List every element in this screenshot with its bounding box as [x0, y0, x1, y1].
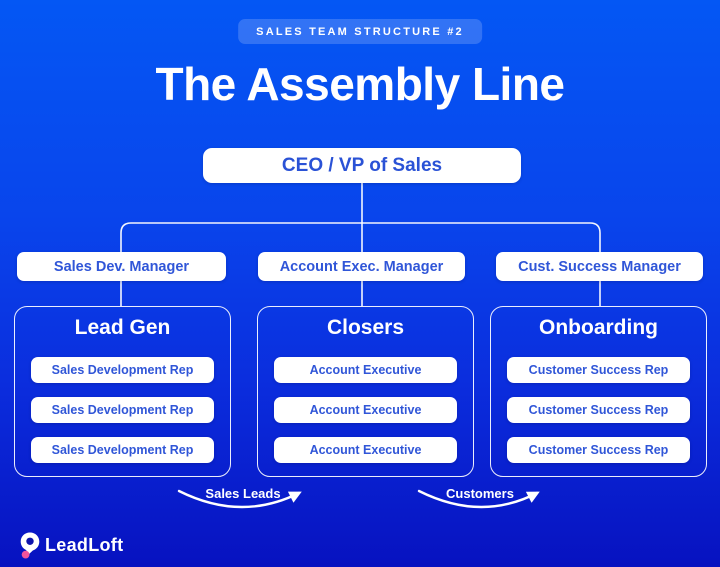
- header-badge-label: SALES TEAM STRUCTURE #2: [256, 25, 464, 38]
- member-card: Account Executive: [274, 357, 457, 383]
- member-card: Sales Development Rep: [31, 397, 214, 423]
- member-label: Sales Development Rep: [51, 403, 194, 417]
- group-heading: Onboarding: [539, 316, 658, 339]
- group-heading: Closers: [326, 316, 405, 339]
- manager-label: Account Exec. Manager: [279, 258, 444, 275]
- member-label: Customer Success Rep: [528, 363, 669, 377]
- manager-label: Sales Dev. Manager: [53, 258, 190, 275]
- header-badge: SALES TEAM STRUCTURE #2: [238, 19, 482, 44]
- org-node-account-exec-manager: Account Exec. Manager: [258, 252, 465, 281]
- member-card: Customer Success Rep: [507, 437, 690, 463]
- group-closers: Closers Account Executive Account Execut…: [257, 306, 474, 477]
- page-title: The Assembly Line: [155, 58, 565, 110]
- org-node-ceo: CEO / VP of Sales: [203, 148, 521, 183]
- org-node-cust-success-manager: Cust. Success Manager: [496, 252, 703, 281]
- member-card: Account Executive: [274, 397, 457, 423]
- leadloft-pin-icon: [20, 532, 40, 558]
- member-card: Sales Development Rep: [31, 357, 214, 383]
- member-label: Account Executive: [309, 403, 422, 417]
- flow-label-sales-leads: Sales Leads: [205, 486, 281, 501]
- member-card: Customer Success Rep: [507, 397, 690, 423]
- member-card: Account Executive: [274, 437, 457, 463]
- leadloft-logo: LeadLoft: [20, 531, 123, 559]
- group-lead-gen: Lead Gen Sales Development Rep Sales Dev…: [14, 306, 231, 477]
- group-onboarding: Onboarding Customer Success Rep Customer…: [490, 306, 707, 477]
- org-node-sales-dev-manager: Sales Dev. Manager: [17, 252, 226, 281]
- member-label: Customer Success Rep: [528, 443, 669, 457]
- member-label: Account Executive: [309, 443, 422, 457]
- member-label: Account Executive: [309, 363, 422, 377]
- group-heading: Lead Gen: [74, 316, 171, 339]
- leadloft-logo-text: LeadLoft: [45, 534, 124, 555]
- member-label: Sales Development Rep: [51, 363, 194, 377]
- org-node-ceo-label: CEO / VP of Sales: [281, 154, 443, 176]
- flow-label-customers: Customers: [446, 486, 514, 501]
- member-label: Customer Success Rep: [528, 403, 669, 417]
- member-card: Customer Success Rep: [507, 357, 690, 383]
- member-card: Sales Development Rep: [31, 437, 214, 463]
- member-label: Sales Development Rep: [51, 443, 194, 457]
- manager-label: Cust. Success Manager: [518, 258, 681, 275]
